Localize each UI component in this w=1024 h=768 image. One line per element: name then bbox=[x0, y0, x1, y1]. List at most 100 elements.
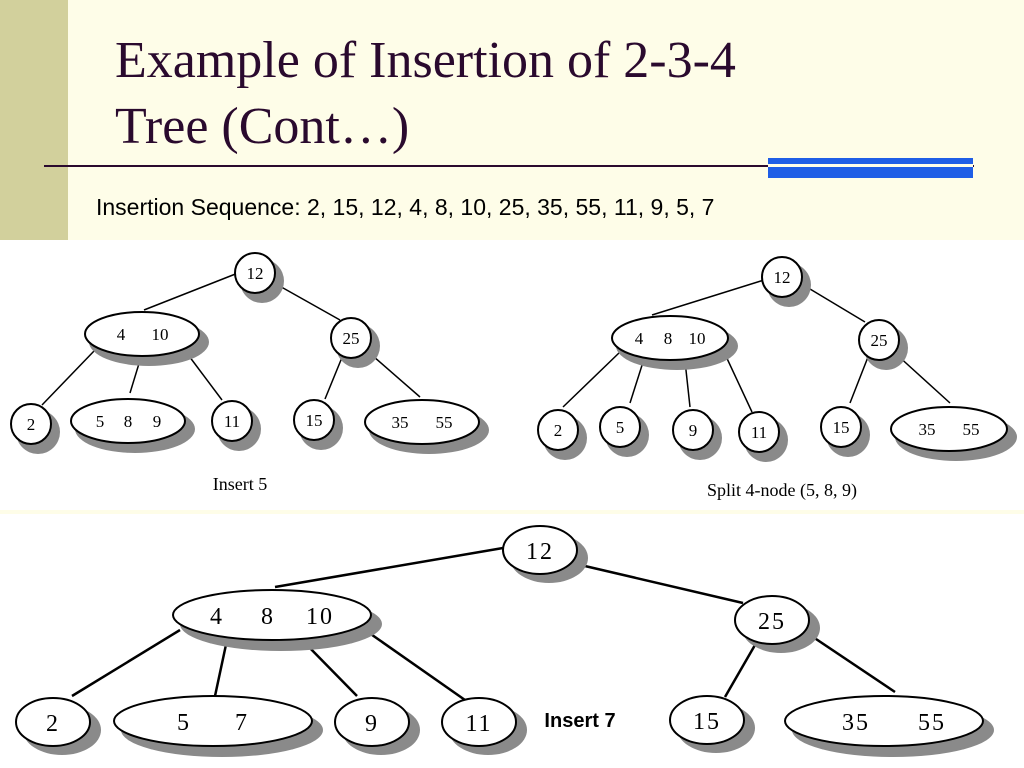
insertion-sequence: Insertion Sequence: 2, 15, 12, 4, 8, 10,… bbox=[96, 194, 715, 220]
node-key: 15 bbox=[306, 411, 323, 430]
node-shape bbox=[211, 400, 253, 442]
node-key: 35 bbox=[919, 420, 936, 439]
node-key: 12 bbox=[247, 264, 264, 283]
node-shape bbox=[70, 398, 186, 444]
diagram-caption: Insert 7 bbox=[544, 710, 615, 732]
tree-leaf-1: 2 bbox=[10, 403, 60, 454]
tree-edge bbox=[809, 633, 896, 694]
tree-leaf-5: 15 bbox=[669, 695, 755, 753]
tree-leaf-4: 15 bbox=[293, 399, 343, 450]
tree-node-left: 4 8 10 bbox=[611, 315, 738, 370]
tree-edge bbox=[629, 358, 645, 404]
tree-edge bbox=[849, 356, 869, 404]
tree-node-root: 12 bbox=[502, 525, 588, 583]
tree-insert-5: 12 4 10 25 2 5 8 bbox=[10, 252, 489, 494]
node-key: 9 bbox=[365, 711, 379, 737]
diagram-caption: Split 4-node (5, 8, 9) bbox=[707, 480, 857, 501]
tree-node-right: 25 bbox=[858, 319, 908, 370]
node-key: 15 bbox=[833, 418, 850, 437]
node-key: 55 bbox=[436, 413, 453, 432]
node-key: 2 bbox=[46, 711, 60, 737]
tree-edge bbox=[143, 272, 239, 311]
tree-edge bbox=[571, 561, 744, 605]
node-key: 7 bbox=[235, 710, 249, 736]
tree-node-right: 25 bbox=[734, 595, 820, 653]
tree-edge bbox=[723, 351, 753, 413]
node-key: 12 bbox=[774, 268, 791, 287]
node-shape bbox=[172, 589, 372, 641]
tree-leaf-3: 11 bbox=[211, 400, 261, 451]
tree-leaf-2: 5 bbox=[599, 406, 649, 457]
node-key: 4 bbox=[117, 325, 126, 344]
node-key: 55 bbox=[963, 420, 980, 439]
node-shape bbox=[890, 406, 1008, 452]
node-shape bbox=[784, 695, 984, 747]
tree-leaf-5: 35 55 bbox=[364, 399, 489, 454]
node-key: 55 bbox=[918, 710, 946, 736]
tree-edge bbox=[562, 351, 621, 408]
node-shape bbox=[611, 315, 729, 361]
title-rule bbox=[44, 165, 974, 167]
node-key: 8 bbox=[664, 329, 673, 348]
node-shape bbox=[10, 403, 52, 445]
node-key: 8 bbox=[124, 412, 133, 431]
node-key: 11 bbox=[224, 412, 240, 431]
tree-node-left: 4 8 10 bbox=[172, 589, 382, 651]
node-key: 35 bbox=[392, 413, 409, 432]
slide-title-line-1: Example of Insertion of 2-3-4 bbox=[115, 32, 736, 89]
tree-leaf-4: 11 bbox=[441, 697, 527, 755]
tree-leaf-2: 5 7 bbox=[113, 695, 323, 757]
tree-edge bbox=[651, 279, 765, 316]
tree-split-4-node: 12 4 8 10 25 2 5 bbox=[537, 256, 1017, 501]
node-shape bbox=[84, 311, 200, 357]
tree-leaf-4: 11 bbox=[738, 411, 788, 462]
node-key: 5 bbox=[177, 710, 191, 736]
tree-leaf-3: 9 bbox=[672, 409, 722, 460]
node-shape bbox=[502, 525, 578, 575]
node-shape bbox=[599, 406, 641, 448]
node-key: 9 bbox=[153, 412, 162, 431]
tree-edge bbox=[71, 628, 181, 698]
tree-leaf-6: 35 55 bbox=[784, 695, 994, 757]
tree-insert-7: 12 4 8 10 25 2 5 bbox=[15, 525, 994, 757]
tree-edge bbox=[804, 285, 866, 323]
node-shape bbox=[820, 406, 862, 448]
tree-edges bbox=[562, 279, 951, 413]
node-shape bbox=[672, 409, 714, 451]
node-key: 25 bbox=[871, 331, 888, 350]
diagram-caption: Insert 5 bbox=[213, 474, 267, 494]
node-key: 5 bbox=[96, 412, 105, 431]
node-key: 10 bbox=[689, 329, 706, 348]
node-shape bbox=[537, 409, 579, 451]
node-shape bbox=[330, 317, 372, 359]
tree-edge bbox=[303, 641, 358, 697]
node-key: 8 bbox=[261, 604, 275, 630]
tree-edge bbox=[364, 628, 466, 702]
node-shape bbox=[738, 411, 780, 453]
tree-leaf-6: 35 55 bbox=[890, 406, 1017, 461]
node-key: 11 bbox=[751, 423, 767, 442]
node-shape bbox=[364, 399, 480, 445]
slide-title-line-2: Tree (Cont…) bbox=[115, 98, 410, 155]
tree-leaf-3: 9 bbox=[334, 697, 420, 755]
title-rule-accent bbox=[768, 158, 973, 178]
node-shape bbox=[734, 595, 810, 645]
tree-leaf-1: 2 bbox=[537, 409, 587, 460]
tree-edge bbox=[275, 283, 341, 321]
tree-leaf-2: 5 8 9 bbox=[70, 398, 195, 453]
node-key: 12 bbox=[526, 539, 554, 565]
node-key: 4 bbox=[210, 604, 224, 630]
tree-edge bbox=[185, 351, 223, 401]
tree-edge bbox=[274, 546, 504, 589]
tree-node-root: 12 bbox=[761, 256, 811, 307]
node-shape bbox=[15, 697, 91, 747]
node-shape bbox=[113, 695, 313, 747]
node-shape bbox=[293, 399, 335, 441]
slide-title: Example of Insertion of 2-3-4 Tree (Cont… bbox=[115, 28, 736, 160]
node-key: 11 bbox=[465, 711, 492, 737]
tree-edge bbox=[213, 639, 229, 697]
node-shape bbox=[441, 697, 517, 747]
tree-edge bbox=[41, 349, 96, 406]
node-key: 15 bbox=[693, 709, 721, 735]
